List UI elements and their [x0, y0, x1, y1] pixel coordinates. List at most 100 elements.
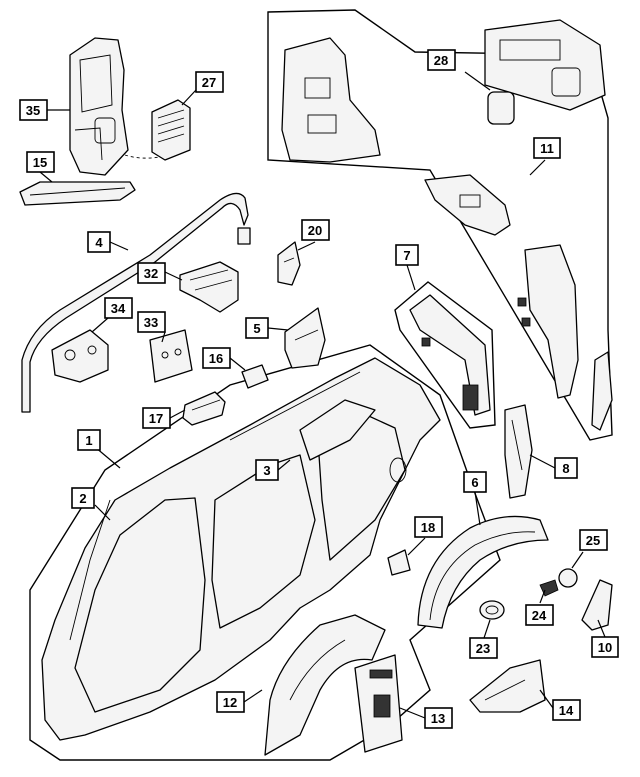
svg-text:18: 18	[421, 520, 435, 535]
leader-3	[277, 459, 291, 471]
callout-13: 13	[424, 707, 453, 729]
svg-text:20: 20	[308, 223, 322, 238]
callout-6: 6	[463, 471, 487, 493]
leader-17	[169, 409, 186, 419]
callout-4: 4	[87, 231, 111, 253]
inner-panel-group-outline	[267, 9, 613, 441]
bracket-32-part	[179, 261, 239, 313]
svg-text:2: 2	[79, 491, 86, 506]
leader-10	[597, 619, 606, 638]
leader-11	[529, 159, 546, 176]
svg-text:35: 35	[26, 103, 40, 118]
callout-8: 8	[554, 457, 578, 479]
leader-14	[539, 689, 554, 709]
callout-34: 34	[104, 297, 133, 319]
bracket-5-part	[284, 307, 326, 369]
leader-16	[229, 357, 246, 371]
callout-17: 17	[142, 407, 171, 429]
bracket-13-part	[354, 654, 403, 753]
callout-15: 15	[26, 151, 55, 173]
svg-text:11: 11	[540, 141, 554, 156]
callout-11: 11	[533, 137, 561, 159]
callout-25: 25	[579, 529, 608, 551]
wheelhouse-liner-part	[264, 614, 386, 756]
leader-18	[407, 537, 426, 556]
callout-32: 32	[137, 262, 166, 284]
leader-7	[406, 264, 416, 291]
roof-rail-seal-part	[21, 192, 251, 413]
bracket-10-part	[581, 579, 613, 631]
clip-24-part	[539, 579, 559, 597]
callout-3: 3	[255, 459, 279, 481]
svg-text:13: 13	[431, 711, 445, 726]
svg-text:10: 10	[598, 640, 612, 655]
leader-32	[164, 271, 183, 281]
callout-10: 10	[591, 636, 619, 658]
callout-24: 24	[525, 604, 554, 626]
callout-12: 12	[216, 691, 245, 713]
svg-text:25: 25	[586, 533, 600, 548]
leader-8	[529, 454, 556, 469]
leader-12	[243, 689, 263, 703]
leader-2	[94, 504, 111, 521]
callout-16: 16	[202, 347, 231, 369]
svg-text:32: 32	[144, 266, 158, 281]
wheelhouse-inner-7-part	[409, 294, 491, 416]
leader-5	[267, 327, 289, 331]
leader-23	[483, 619, 491, 639]
bracket-20-part	[277, 241, 301, 286]
grommet-23-part	[479, 600, 505, 620]
leader-13	[399, 707, 426, 719]
leader-20	[297, 241, 316, 251]
svg-text:24: 24	[532, 608, 547, 623]
leader-24	[539, 589, 546, 604]
callout-14: 14	[552, 699, 581, 721]
leader-34	[91, 317, 109, 333]
svg-text:6: 6	[471, 475, 478, 490]
callout-28: 28	[427, 49, 456, 71]
leader-33	[161, 331, 166, 343]
callout-27: 27	[195, 71, 224, 93]
callout-20: 20	[301, 219, 330, 241]
svg-text:15: 15	[33, 155, 47, 170]
svg-text:3: 3	[263, 463, 270, 478]
vent-grille-part	[124, 99, 191, 161]
svg-text:23: 23	[476, 641, 490, 656]
inner-panel-11-part	[281, 37, 613, 431]
leader-27	[181, 89, 197, 106]
svg-text:17: 17	[149, 411, 163, 426]
callout-1: 1	[77, 429, 101, 451]
callout-33: 33	[137, 311, 166, 333]
svg-text:12: 12	[223, 695, 237, 710]
svg-text:28: 28	[434, 53, 448, 68]
leader-15	[39, 171, 53, 183]
pillar-reinforcement-8-part	[504, 404, 533, 499]
leader-25	[571, 551, 584, 569]
leader-6	[474, 491, 481, 526]
callout-35: 35	[19, 99, 48, 121]
callout-23: 23	[469, 637, 498, 659]
inner-quarter-panel-part	[69, 37, 129, 176]
bracket-14-part	[469, 659, 546, 713]
reinforcement-strip-part	[19, 181, 136, 206]
svg-text:33: 33	[144, 315, 158, 330]
plate-33-part	[149, 329, 193, 383]
leader-4	[109, 241, 129, 251]
svg-text:1: 1	[85, 433, 92, 448]
plug-25-part	[558, 568, 578, 588]
callout-5: 5	[245, 317, 269, 339]
bracket-34-part	[51, 329, 109, 383]
clip-16-part	[241, 364, 269, 389]
leader-28	[464, 71, 491, 91]
wheelhouse-group-outline	[394, 281, 496, 429]
svg-text:34: 34	[111, 301, 126, 316]
callout-18: 18	[414, 516, 443, 538]
svg-text:27: 27	[202, 75, 216, 90]
wheelhouse-outer-part	[417, 515, 549, 629]
svg-text:8: 8	[562, 461, 569, 476]
svg-text:16: 16	[209, 351, 223, 366]
svg-text:14: 14	[559, 703, 574, 718]
callout-2: 2	[71, 487, 95, 509]
body-side-aperture-part	[41, 357, 441, 741]
svg-text:4: 4	[95, 235, 103, 250]
